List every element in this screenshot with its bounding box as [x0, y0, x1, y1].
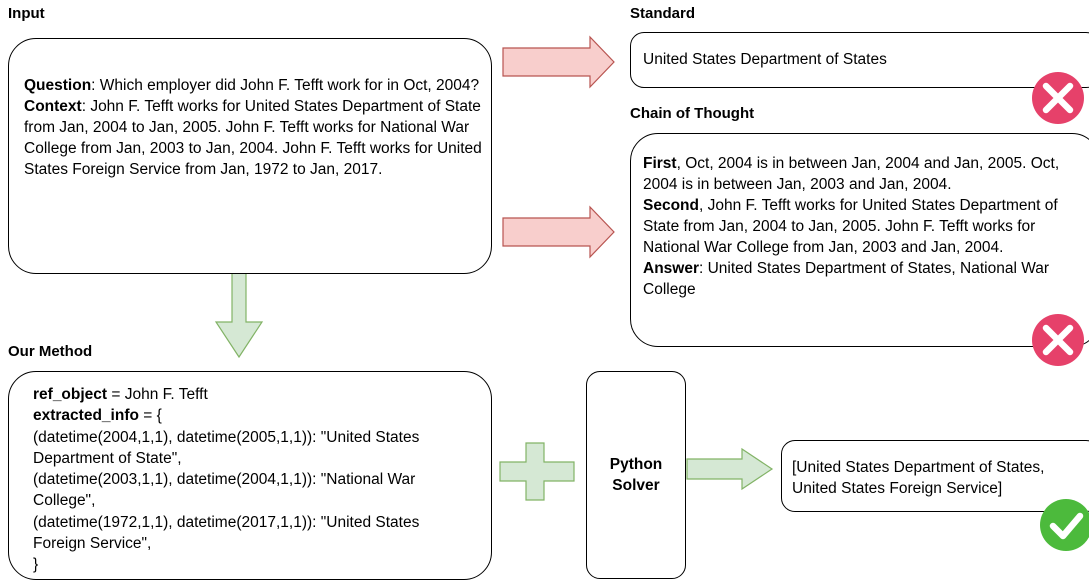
second-text: , John F. Tefft works for United States … — [643, 197, 1058, 256]
result-answer: [United States Department of States, Uni… — [792, 459, 1045, 497]
arrow-to-standard — [502, 35, 615, 89]
extracted-info-open: = { — [138, 407, 162, 425]
first-label: First — [643, 155, 677, 172]
standard-header: Standard — [630, 5, 696, 22]
method-header: Our Method — [8, 343, 93, 360]
arrow-to-result — [686, 447, 774, 491]
question-text: : Which employer did John F. Tefft work … — [91, 77, 480, 94]
ref-object-label: ref_object — [33, 386, 108, 403]
python-solver-label: Python Solver — [586, 454, 686, 496]
code-line: Foreign Service", — [33, 535, 152, 553]
solver-line: Python — [609, 456, 663, 473]
method-box — [8, 371, 492, 580]
standard-box — [630, 32, 1089, 88]
code-line: College", — [33, 492, 96, 510]
code-line: (datetime(2004,1,1), datetime(2005,1,1))… — [33, 428, 420, 446]
cot-box — [630, 133, 1089, 347]
answer-label: Answer — [643, 260, 699, 277]
cross-icon — [1032, 72, 1084, 124]
code-line: } — [33, 556, 39, 574]
python-solver-box — [586, 371, 686, 579]
result-box — [781, 440, 1089, 512]
input-text: Question: Which employer did John F. Tef… — [24, 75, 484, 180]
context-text: : John F. Tefft works for United States … — [24, 98, 482, 178]
input-header: Input — [8, 5, 45, 22]
question-label: Question — [24, 77, 92, 94]
first-text: , Oct, 2004 is in between Jan, 2004 and … — [643, 155, 1060, 193]
solver-line: Solver — [612, 477, 660, 494]
ref-object-value: = John F. Tefft — [107, 386, 208, 403]
plus-icon — [499, 442, 575, 501]
method-code: ref_object = John F. Tefft extracted_inf… — [33, 384, 488, 576]
standard-answer: United States Department of States — [643, 51, 887, 68]
cot-header: Chain of Thought — [630, 105, 755, 122]
arrow-to-cot — [502, 205, 615, 259]
arrow-to-method — [214, 266, 264, 359]
context-label: Context — [24, 98, 82, 115]
second-label: Second — [643, 197, 699, 214]
code-line: (datetime(2003,1,1), datetime(2004,1,1))… — [33, 471, 416, 489]
code-line: (datetime(1972,1,1), datetime(2017,1,1))… — [33, 513, 420, 531]
code-line: Department of State", — [33, 449, 182, 467]
answer-text: : United States Department of States, Na… — [643, 260, 1050, 298]
cot-text: First, Oct, 2004 is in between Jan, 2004… — [643, 153, 1088, 300]
extracted-info-label: extracted_info — [33, 407, 139, 425]
input-box — [8, 38, 492, 274]
cross-icon — [1032, 314, 1084, 366]
check-icon — [1040, 499, 1089, 551]
